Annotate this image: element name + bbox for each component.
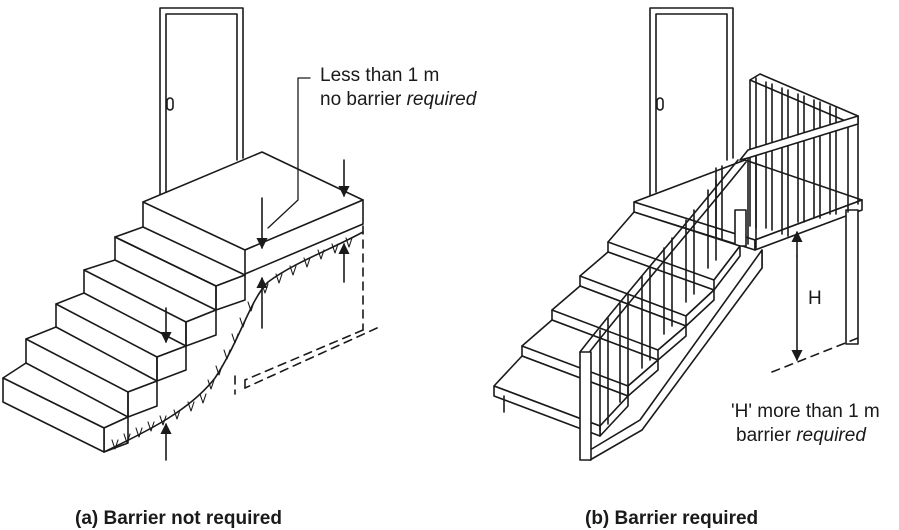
left-note-plain: no barrier <box>320 89 407 110</box>
door-handle-icon <box>166 97 174 111</box>
left-note-line1: Less than 1 m <box>320 65 440 86</box>
right-note-line2: barrier required <box>736 424 866 447</box>
right-door <box>649 7 734 197</box>
left-steps <box>2 226 246 453</box>
left-figure <box>2 7 378 461</box>
dimension-h-label: H <box>808 288 822 309</box>
right-note-plain: barrier <box>736 425 797 446</box>
right-note-line1: 'H' more than 1 m <box>731 401 880 422</box>
left-hidden-lines <box>234 225 378 395</box>
right-stair-balustrade <box>579 159 747 461</box>
right-figure <box>493 7 863 461</box>
left-leader <box>267 77 311 229</box>
left-landing <box>142 151 364 275</box>
right-note-italic: required <box>796 425 866 446</box>
caption-right: (b) Barrier required <box>585 508 759 529</box>
left-note-italic: required <box>406 89 477 110</box>
right-balustrade <box>715 73 859 279</box>
door-handle-icon <box>656 97 664 111</box>
left-note-line2: no barrier required <box>320 88 476 111</box>
dimension-arrow-icon <box>160 159 350 461</box>
left-door <box>159 7 244 197</box>
right-steps <box>493 211 741 437</box>
dimension-arrow-icon <box>771 230 859 373</box>
caption-left: (a) Barrier not required <box>75 508 282 529</box>
